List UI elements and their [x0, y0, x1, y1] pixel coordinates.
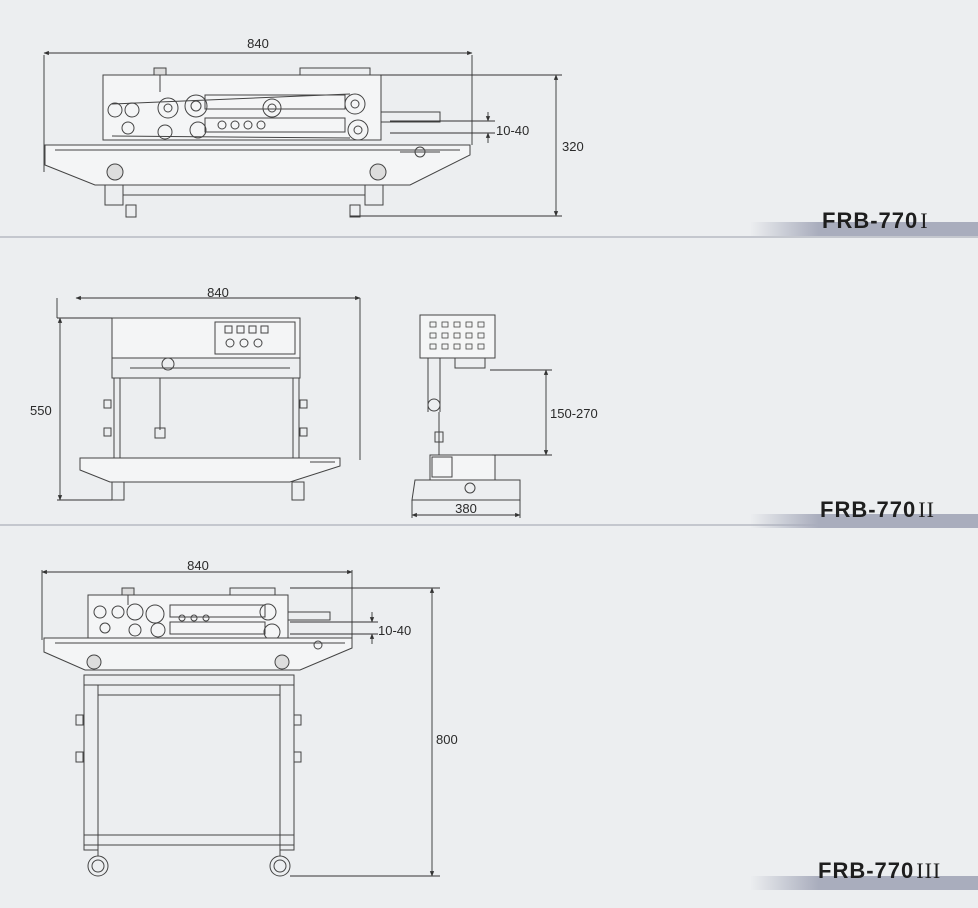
dim-frb770-2-width: 840 [207, 285, 229, 300]
dim-frb770-2-height: 550 [30, 403, 52, 418]
dim-frb770-3-gap: 10-40 [378, 623, 411, 638]
model-label-frb770-3: FRB-770III [818, 858, 941, 884]
machine-frb770-2-front-drawing [79, 317, 341, 501]
model-band-3 [750, 876, 978, 890]
dim-frb770-2-side-width: 380 [455, 501, 477, 516]
dim-frb770-1-height: 320 [562, 139, 584, 154]
model-name-3: FRB-770 [818, 858, 915, 883]
model-name-1: FRB-770 [822, 208, 919, 233]
model-label-frb770-1: FRB-770I [822, 208, 929, 234]
model-roman-2: II [918, 497, 935, 522]
machine-frb770-2-side-drawing [411, 314, 521, 501]
dim-frb770-3-height: 800 [436, 732, 458, 747]
dim-frb770-1-width: 840 [247, 36, 269, 51]
dim-frb770-3-width: 840 [187, 558, 209, 573]
machine-frb770-3-drawing [43, 587, 353, 877]
section-divider-1 [0, 236, 978, 238]
model-band-2 [750, 514, 978, 528]
dim-frb770-2-adjust: 150-270 [550, 406, 598, 421]
model-band-1 [750, 222, 978, 236]
dim-frb770-1-gap: 10-40 [496, 123, 529, 138]
model-roman-3: III [916, 858, 942, 883]
model-name-2: FRB-770 [820, 497, 917, 522]
machine-frb770-1-drawing [44, 67, 471, 218]
section-divider-2 [0, 524, 978, 526]
model-roman-1: I [920, 208, 929, 233]
model-label-frb770-2: FRB-770II [820, 497, 935, 523]
